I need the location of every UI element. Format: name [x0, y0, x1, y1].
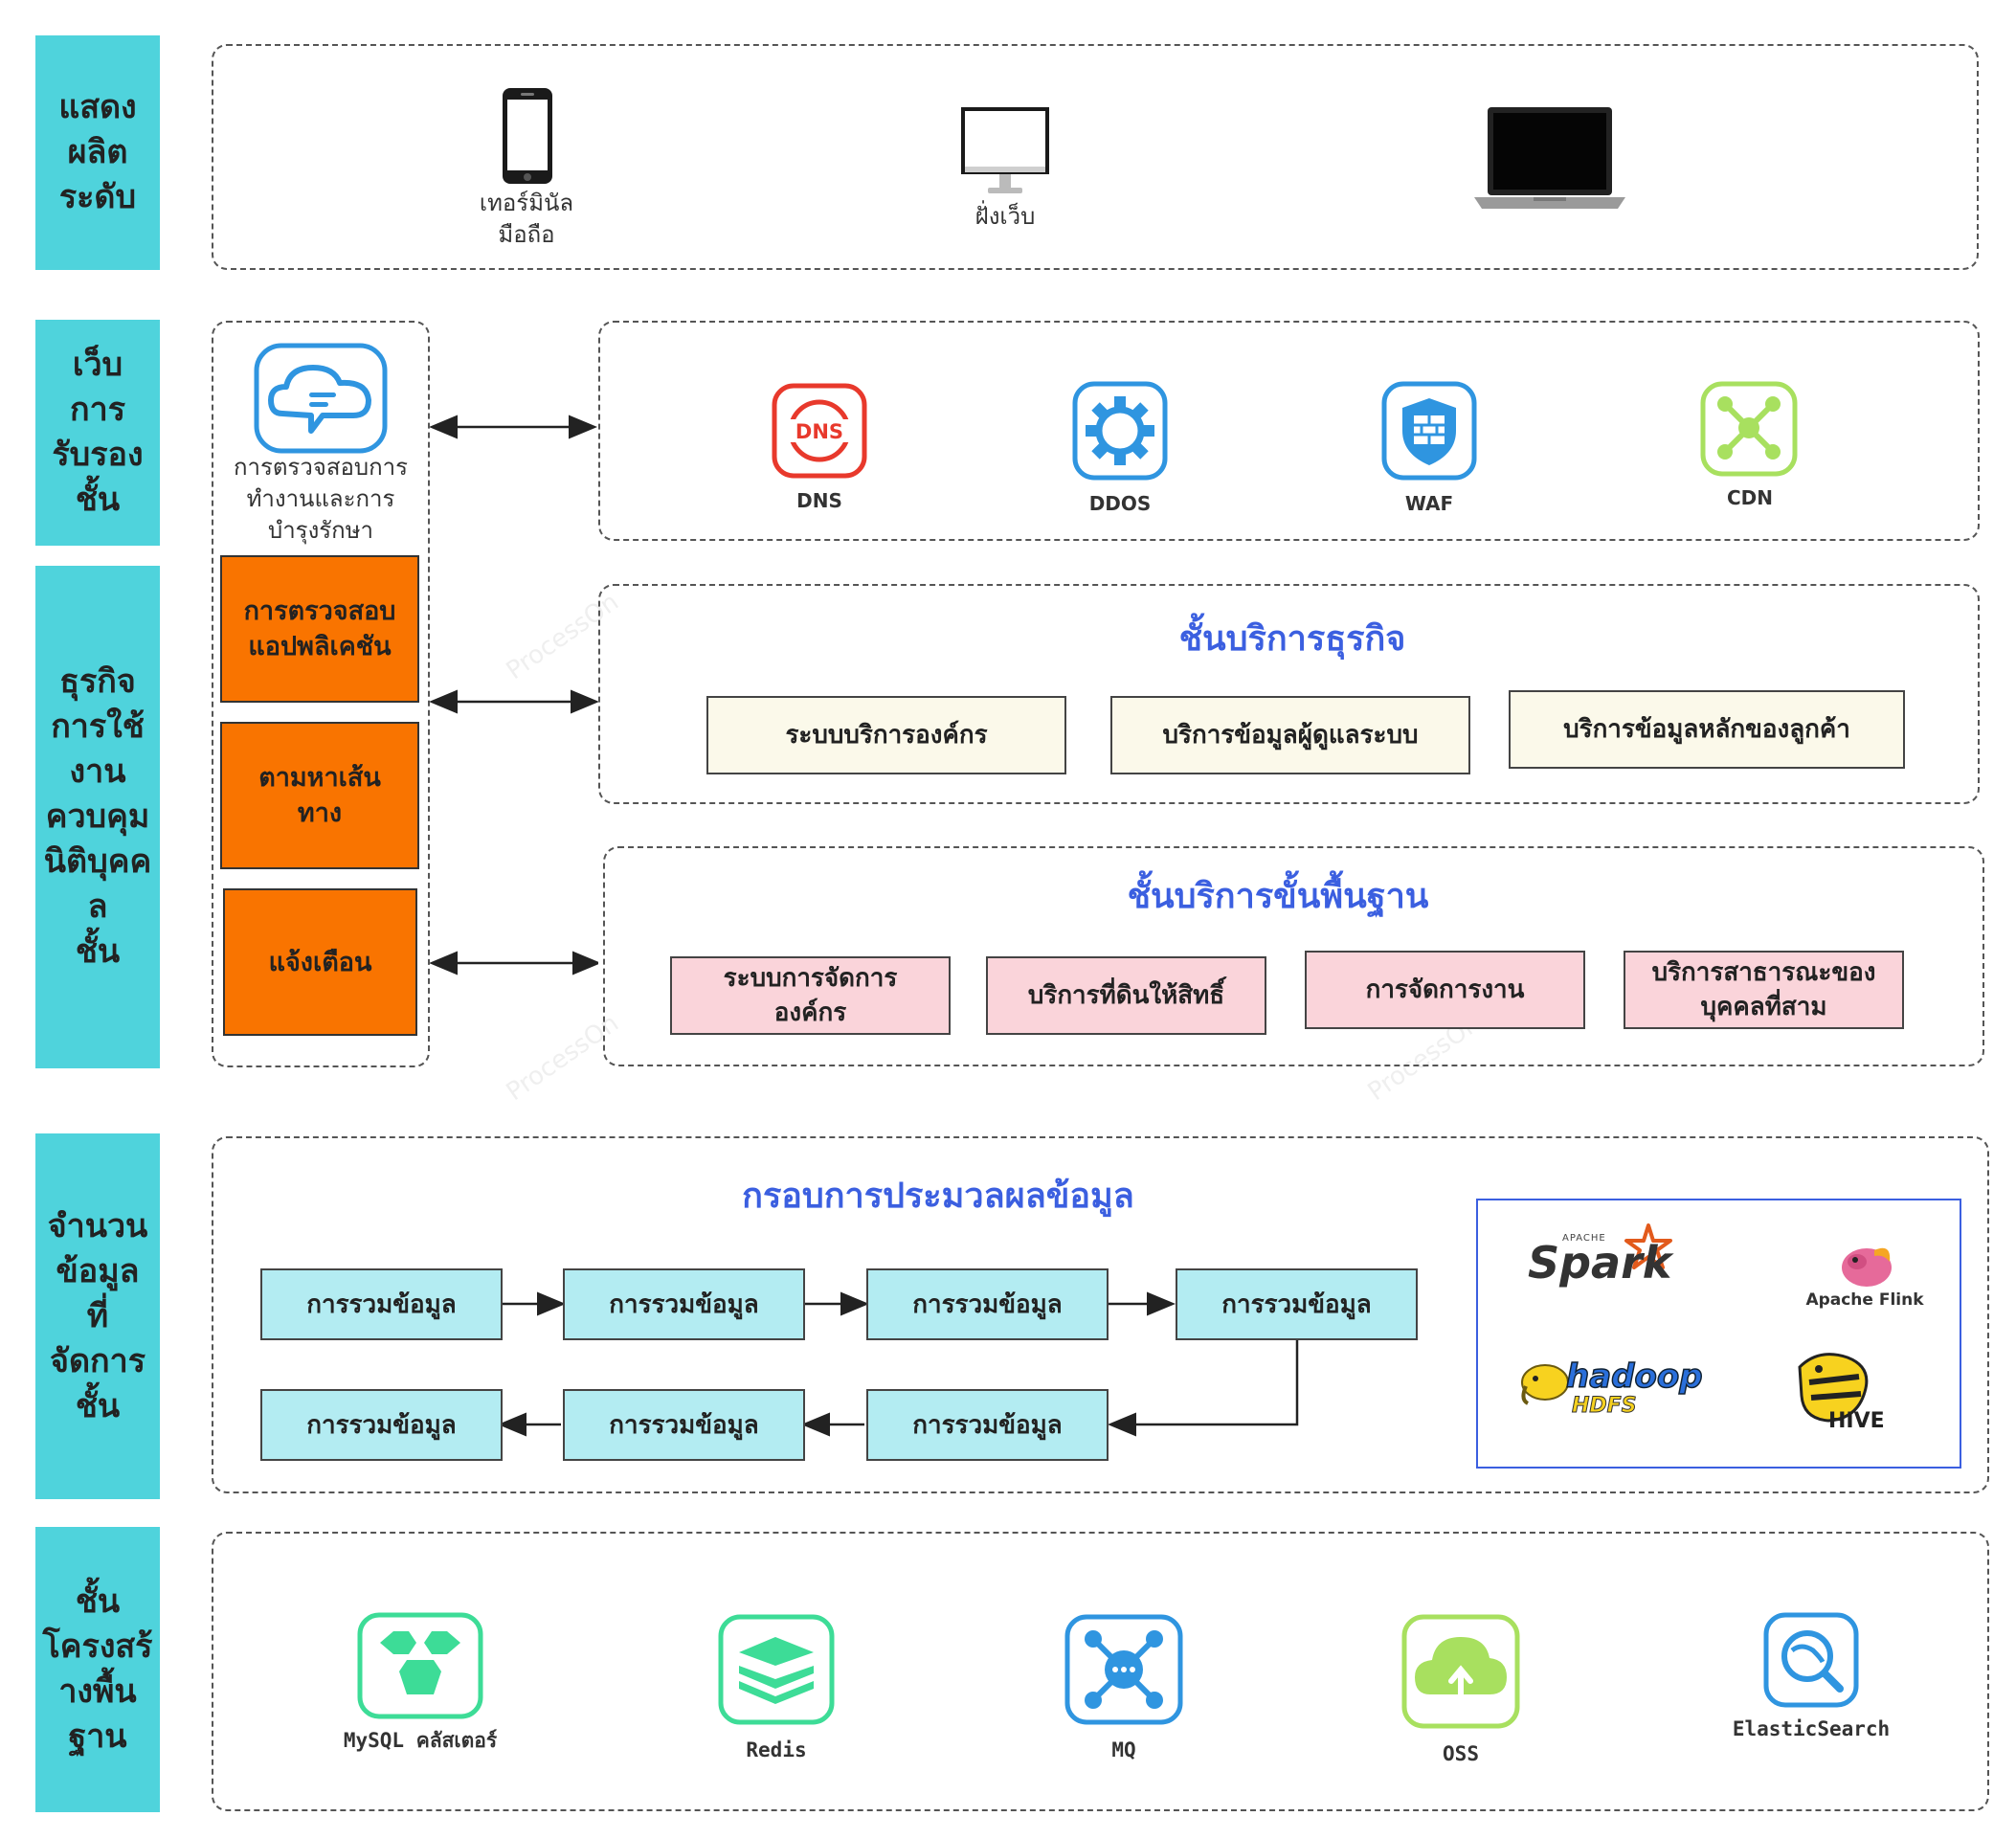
chat-cloud-icon: [254, 343, 388, 454]
data-aggregation-step: การรวมข้อมูล: [260, 1389, 503, 1461]
flink-label: Apache Flink: [1805, 1290, 1924, 1310]
layer-label-web-access: เว็บ การ รับรอง ชั้น: [35, 320, 160, 546]
mq-label: MQ: [1111, 1738, 1136, 1761]
alert-box: แจ้งเตือน: [223, 888, 417, 1036]
mq-message-icon: [1064, 1614, 1183, 1725]
hadoop-elephant-icon: [1521, 1364, 1569, 1405]
business-services-container: [598, 584, 1980, 804]
layer-label-data: จำนวน ข้อมูล ที่ จัดการ ชั้น: [35, 1133, 160, 1499]
web-access-container: [598, 321, 1980, 541]
app-monitoring-box: การตรวจสอบ แอปพลิเคชัน: [220, 555, 419, 703]
data-aggregation-step: การรวมข้อมูล: [260, 1268, 503, 1340]
dns-icon: DNS: [772, 383, 867, 479]
business-service-box: ระบบบริการองค์กร: [706, 696, 1066, 774]
ddos-gear-icon: [1072, 381, 1168, 481]
desktop-monitor-icon: [961, 107, 1049, 193]
hadoop-hdfs-logo: hadoop HDFS: [1518, 1357, 1703, 1424]
mysql-cluster-icon: [357, 1612, 483, 1719]
oss-cloud-upload-icon: [1401, 1614, 1520, 1729]
mobile-terminal-label: เทอร์มินัล มือถือ: [479, 190, 574, 248]
web-side-label: ฝั่งเว็บ: [974, 203, 1036, 230]
apache-hive-logo: HIVE: [1786, 1348, 1892, 1440]
flink-squirrel-icon: [1842, 1247, 1892, 1287]
waf-label: WAF: [1404, 492, 1454, 515]
redis-stack-icon: [718, 1614, 835, 1725]
data-aggregation-step: การรวมข้อมูล: [563, 1389, 805, 1461]
base-service-box: บริการสาธารณะของ บุคคลที่สาม: [1624, 951, 1904, 1029]
data-aggregation-step: การรวมข้อมูล: [866, 1389, 1109, 1461]
elasticsearch-search-icon: [1763, 1612, 1859, 1708]
hive-label: HIVE: [1828, 1409, 1885, 1433]
business-service-box: บริการข้อมูลหลักของลูกค้า: [1509, 690, 1905, 769]
apache-flink-logo: Apache Flink: [1779, 1241, 1951, 1317]
infrastructure-container: [212, 1532, 1989, 1811]
business-service-box: บริการข้อมูลผู้ดูแลระบบ: [1110, 696, 1470, 774]
apache-spark-logo: APACHE Spark: [1528, 1223, 1681, 1300]
cdn-network-icon: [1700, 381, 1798, 477]
dns-icon-badge: DNS: [795, 420, 843, 443]
hdfs-label: HDFS: [1572, 1394, 1638, 1419]
oss-label: OSS: [1443, 1742, 1479, 1765]
layer-label-display: แสดง ผลิต ระดับ: [35, 35, 160, 270]
elasticsearch-label: ElasticSearch: [1732, 1717, 1891, 1740]
data-aggregation-step: การรวมข้อมูล: [563, 1268, 805, 1340]
base-service-box: ระบบการจัดการ องค์กร: [670, 956, 951, 1035]
spark-star-icon: [1624, 1223, 1672, 1269]
data-aggregation-step: การรวมข้อมูล: [1176, 1268, 1418, 1340]
base-services-title: ชั้นบริการขั้นพื้นฐาน: [1127, 877, 1429, 916]
spark-label: Spark: [1528, 1237, 1672, 1289]
display-layer-container: [212, 44, 1979, 270]
layer-label-infrastructure: ชั้น โครงสร้ างพื้น ฐาน: [35, 1527, 160, 1812]
frameworks-panel: [1476, 1199, 1961, 1469]
ops-connection-arrows: [430, 415, 598, 976]
data-processing-container: [212, 1136, 1989, 1493]
base-services-container: [603, 846, 1984, 1066]
route-tracing-box: ตามหาเส้น ทาง: [220, 722, 419, 869]
layer-label-business: ธุรกิจ การใช้ งาน ควบคุม นิติบุคค ล ชั้น: [35, 566, 160, 1068]
processing-flow-arrows: [498, 1291, 1299, 1437]
redis-label: Redis: [746, 1738, 807, 1761]
ddos-label: DDOS: [1088, 492, 1152, 515]
mysql-cluster-label: MySQL คลัสเตอร์: [343, 1729, 498, 1752]
laptop-icon: [1474, 107, 1625, 209]
ops-monitoring-container: [212, 321, 430, 1067]
data-aggregation-step: การรวมข้อมูล: [866, 1268, 1109, 1340]
hadoop-label: hadoop: [1565, 1357, 1703, 1397]
base-service-box: การจัดการงาน: [1305, 951, 1585, 1029]
data-processing-title: กรอบการประมวลผลข้อมูล: [742, 1177, 1134, 1216]
mobile-phone-icon: [503, 88, 552, 184]
cdn-label: CDN: [1726, 486, 1774, 509]
waf-shield-icon: [1381, 381, 1477, 481]
ops-monitoring-caption: การตรวจสอบการ ทำงานและการ บำรุงรักษา: [233, 454, 409, 544]
business-services-title: ชั้นบริการธุรกิจ: [1178, 619, 1406, 659]
spark-apache-label: APACHE: [1562, 1233, 1606, 1244]
base-service-box: บริการที่ดินให้สิทธิ์: [986, 956, 1266, 1035]
hive-bee-icon: [1798, 1353, 1869, 1423]
dns-label: DNS: [796, 489, 842, 512]
